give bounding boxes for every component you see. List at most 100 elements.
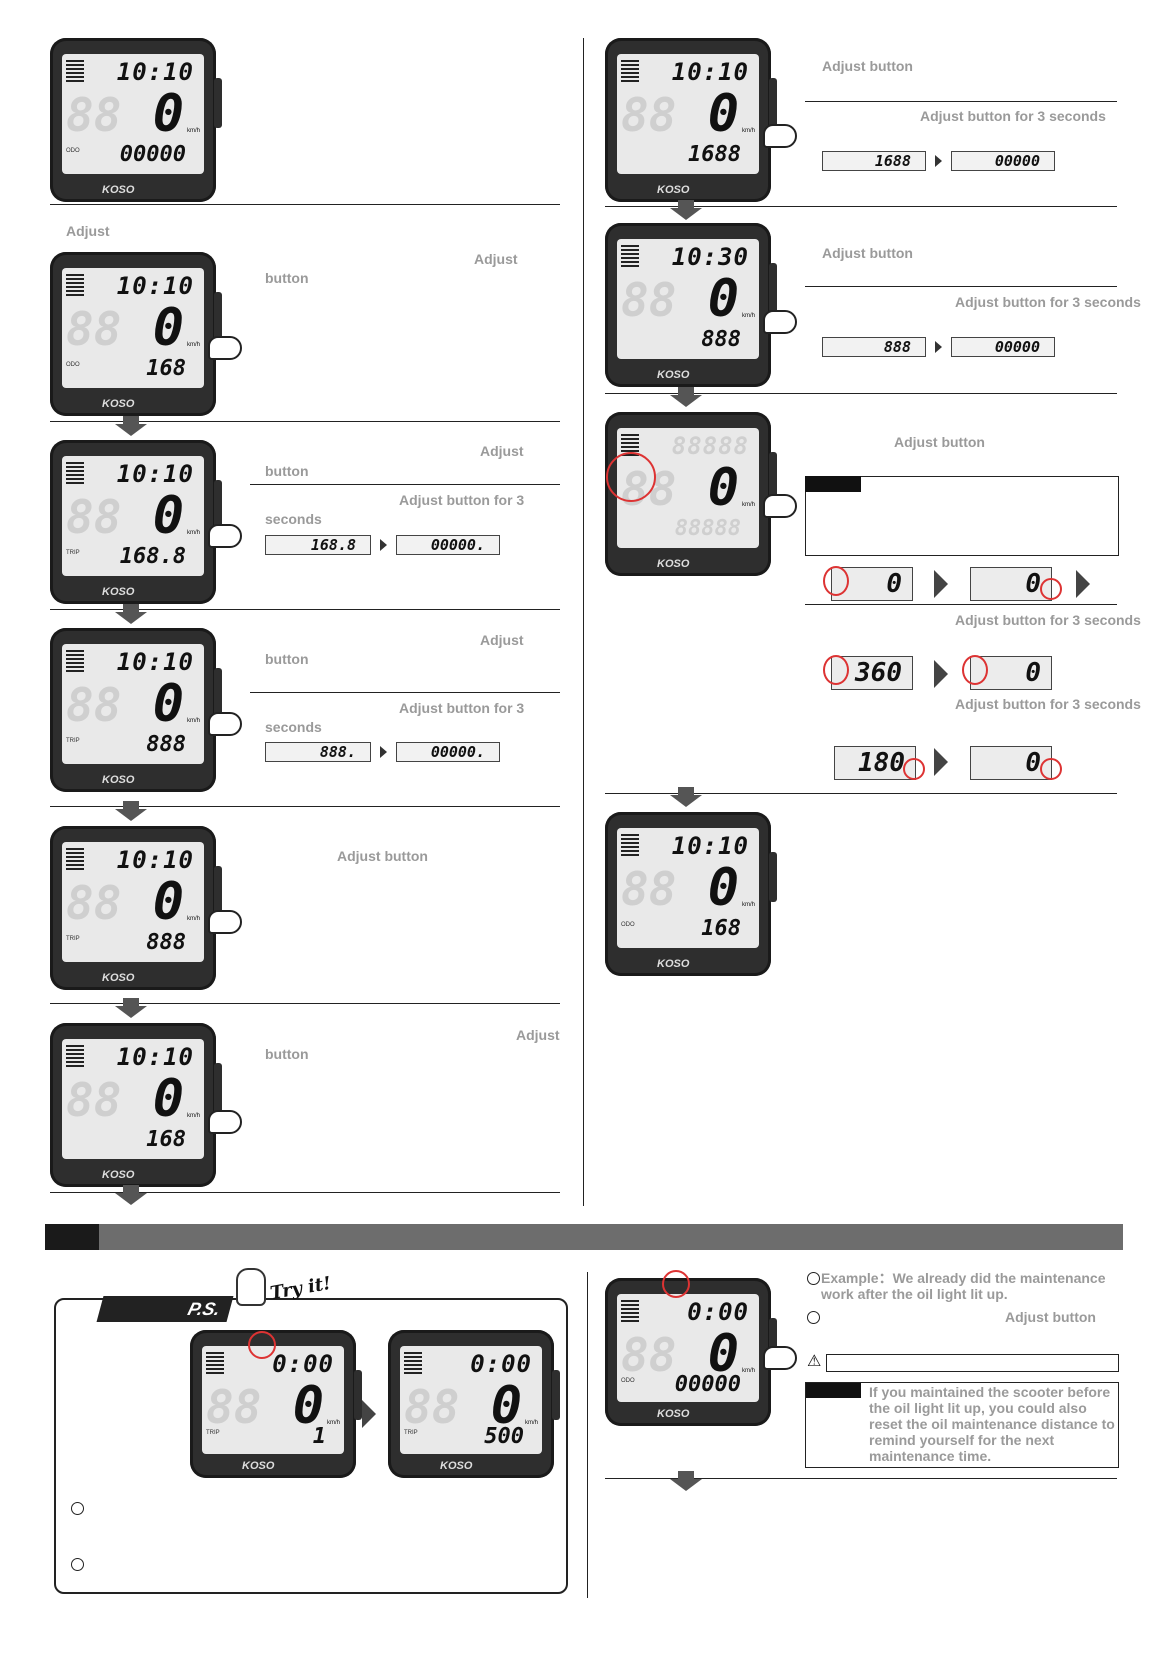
ghost-digits: 88 (66, 1073, 122, 1127)
odo-readout: 1 (312, 1424, 326, 1449)
meter-screen: 0:00 88 0 km/h TRIP 500 (400, 1346, 542, 1454)
ghost-digits: 88 (404, 1380, 460, 1434)
down-arrow-icon (115, 604, 147, 624)
oil-warning-flash-icon (662, 1270, 690, 1298)
meter-screen: 10:10 88 0 km/h ODO 00000 (62, 54, 204, 174)
ghost-digits: 88 (66, 876, 122, 930)
arrow-right-icon (934, 660, 948, 688)
brand-logo: KOSO (102, 184, 135, 196)
meter-side-button (769, 452, 777, 502)
meter-display-ps2: 0:00 88 0 km/h TRIP 500 KOSO (388, 1330, 560, 1478)
step-adjust-text: Adjust (474, 251, 518, 267)
hour-readout: 1688 (688, 142, 741, 167)
arrow-right-icon (934, 748, 948, 776)
ghost-digits: 88 (66, 490, 122, 544)
meter-side-button (769, 1318, 777, 1368)
hour-readout: 888 (701, 327, 741, 352)
speed-readout: 0 (490, 1376, 522, 1436)
trip-label: TRIP (66, 550, 80, 556)
fuel-bars-icon (66, 462, 84, 484)
step-adjust-button-text: Adjust button (337, 848, 428, 864)
divider (805, 286, 1117, 287)
meter-display-5: 10:10 88 0 km/h TRIP 888 KOSO (50, 826, 222, 990)
fuel-bars-icon (621, 245, 639, 267)
flash-indicator-icon (1040, 578, 1062, 600)
note-box (805, 476, 1119, 556)
arrow-right-icon (380, 746, 387, 758)
trip-label: TRIP (206, 1430, 220, 1436)
speed-unit: km/h (741, 313, 755, 319)
section-number-block (45, 1224, 99, 1250)
odo-readout: 168 (146, 1127, 186, 1152)
small-display-b: 0 (970, 567, 1052, 601)
speed-unit: km/h (741, 502, 755, 508)
step-adjust-text: Adjust (480, 632, 524, 648)
fuel-bars-icon (66, 1045, 84, 1067)
odo-readout: 500 (484, 1424, 524, 1449)
note-tag (805, 1382, 861, 1398)
step-seconds-text: seconds (265, 719, 322, 735)
finger-press-icon (763, 1346, 797, 1370)
meter-display-r2: 10:30 88 0 km/h 888 KOSO (605, 223, 777, 387)
trip-readout: 168.8 (119, 544, 186, 569)
arrow-right-icon (1076, 570, 1090, 598)
bullet-circle-icon (807, 1311, 820, 1324)
meter-display-ps1: 0:00 88 0 km/h TRIP 1 KOSO (190, 1330, 362, 1478)
column-divider (583, 38, 584, 1206)
hour-after-strip: 00000 (951, 151, 1055, 171)
down-arrow-icon (115, 1185, 147, 1205)
step-button-text: button (265, 463, 309, 479)
meter-screen: 10:10 88 0 km/h ODO 168 (62, 268, 204, 388)
mascot-icon (236, 1268, 266, 1306)
top-readout: 88888 (671, 432, 749, 460)
clock-readout: 10:10 (116, 846, 194, 874)
speed-unit: km/h (741, 128, 755, 134)
brand-logo: KOSO (102, 586, 135, 598)
finger-press-icon (208, 524, 242, 548)
meter-side-button (214, 866, 222, 916)
brand-logo: KOSO (657, 558, 690, 570)
speed-unit: km/h (186, 342, 200, 348)
trip-after-strip: 00000. (396, 742, 500, 762)
fuel-bars-icon (621, 834, 639, 856)
oil-warning-flash-icon (248, 1331, 276, 1359)
arrow-right-icon (380, 539, 387, 551)
down-arrow-icon (670, 1471, 702, 1491)
speed-readout: 0 (152, 486, 184, 546)
odo-label: ODO (66, 362, 80, 368)
divider (805, 101, 1117, 102)
flash-indicator-icon (962, 655, 988, 685)
brand-logo: KOSO (102, 1169, 135, 1181)
adjust-heading: Adjust (66, 223, 110, 239)
step-button-text: button (265, 1046, 309, 1062)
divider (605, 206, 1117, 207)
brand-logo: KOSO (102, 774, 135, 786)
brand-logo: KOSO (102, 398, 135, 410)
hour-before-strip: 1688 (822, 151, 926, 171)
meter-side-button (214, 1063, 222, 1113)
small-display-f: 0 (970, 746, 1052, 780)
trip-label: TRIP (404, 1430, 418, 1436)
ghost-digits: 88 (206, 1380, 262, 1434)
step-adjust-text: Adjust (516, 1027, 560, 1043)
step-hold-text: Adjust button for 3 (399, 492, 525, 508)
trip-after-strip: 00000. (396, 535, 500, 555)
step-hold-text: Adjust button for 3 seconds (920, 108, 1106, 124)
speed-readout: 0 (292, 1376, 324, 1436)
brand-logo: KOSO (657, 958, 690, 970)
divider (250, 484, 560, 485)
speed-readout: 0 (152, 1069, 184, 1129)
arrow-right-icon (935, 341, 942, 353)
clock-readout: 10:10 (116, 1043, 194, 1071)
bullet-circle-icon (71, 1558, 84, 1571)
flash-indicator-icon (823, 566, 849, 596)
meter-side-button (769, 263, 777, 313)
finger-press-icon (208, 1110, 242, 1134)
arrow-right-icon (935, 155, 942, 167)
finger-press-icon (208, 336, 242, 360)
meter-side-button (769, 852, 777, 902)
arrow-right-icon (362, 1400, 376, 1428)
flash-indicator-icon (823, 655, 849, 685)
section-header-bar (45, 1224, 1123, 1250)
speed-readout: 0 (152, 872, 184, 932)
